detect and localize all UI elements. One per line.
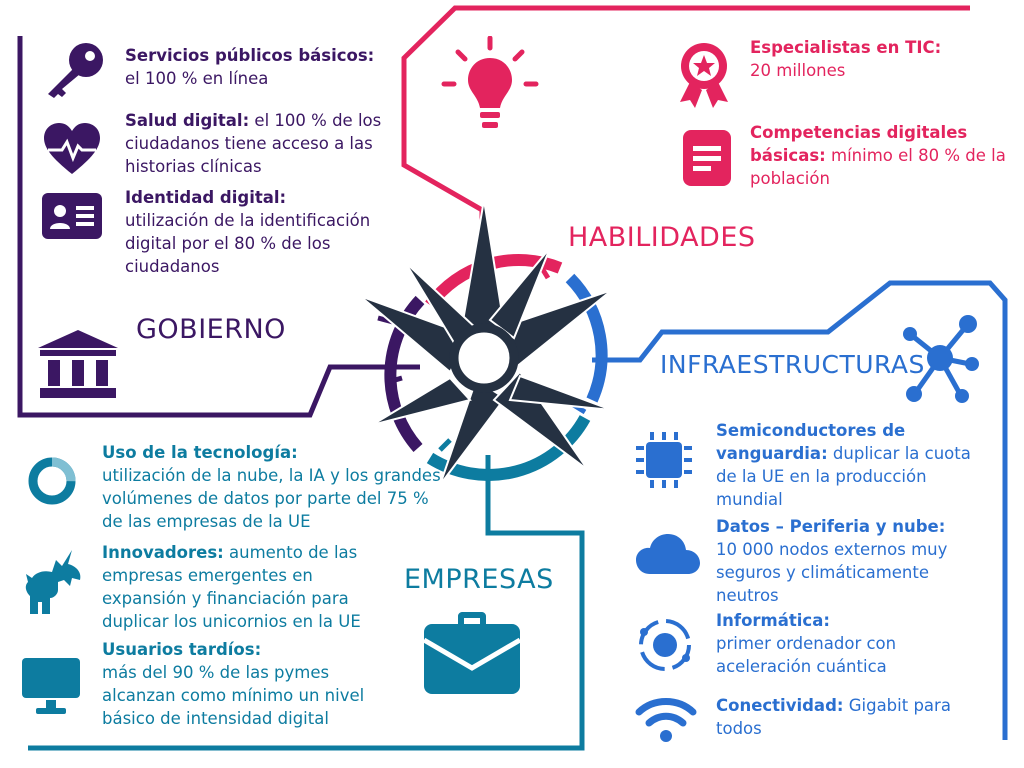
habilidades-item-competencias: Competencias digitales básicas: mínimo e… (750, 121, 1020, 190)
item-text: duplicar la cuota de la UE en la producc… (716, 444, 971, 509)
ring-chart-icon (26, 455, 78, 511)
gobierno-connector (17, 36, 420, 418)
item-heading: Innovadores: (102, 543, 224, 562)
habilidades-item-especialistas: Especialistas en TIC: 20 millones (750, 36, 970, 82)
infraestructuras-item-informatica: Informática: primer ordenador con aceler… (716, 609, 991, 678)
document-icon (683, 130, 731, 190)
item-text: primer ordenador con aceleración cuántic… (716, 634, 897, 676)
item-text: el 100 % en línea (125, 69, 269, 88)
item-text: utilización de la nube, la IA y los gran… (102, 466, 441, 531)
item-text: utilización de la identificación digital… (125, 211, 371, 276)
infraestructuras-title: INFRAESTRUCTURAS (660, 350, 925, 379)
infraestructuras-item-semiconductores: Semiconductores de vanguardia: duplicar … (716, 419, 991, 511)
atom-icon (636, 616, 694, 678)
item-heading: Semiconductores de vanguardia: (716, 421, 906, 463)
wifi-icon (634, 694, 698, 748)
infraestructuras-connector (592, 280, 1008, 740)
item-text: más del 90 % de las pymes alcanzan como … (102, 663, 365, 728)
gobierno-title: GOBIERNO (136, 314, 286, 345)
item-heading: Uso de la tecnología: (102, 443, 298, 462)
item-text: el 100 % de los ciudadanos tiene acceso … (125, 111, 382, 176)
item-heading: Servicios públicos básicos: (125, 46, 375, 65)
key-icon (44, 40, 106, 104)
item-heading: Competencias digitales básicas: (750, 123, 968, 165)
item-heading: Identidad digital: (125, 188, 287, 207)
item-heading: Especialistas en TIC: (750, 38, 942, 57)
empresas-item-tardios: Usuarios tardíos: más del 90 % de las py… (102, 638, 392, 730)
item-heading: Informática: (716, 611, 830, 630)
gobierno-item-servicios: Servicios públicos básicos: el 100 % en … (125, 44, 385, 90)
chip-icon (634, 430, 694, 494)
monitor-icon (22, 658, 80, 720)
infraestructuras-item-conectividad: Conectividad: Gigabit para todos (716, 694, 991, 740)
compass-rose-icon (359, 199, 613, 486)
item-text: Gigabit para todos (716, 696, 951, 738)
infraestructuras-item-datos: Datos – Periferia y nube: 10 000 nodos e… (716, 515, 991, 607)
unicorn-icon (24, 550, 88, 620)
empresas-connector (28, 455, 585, 751)
item-heading: Conectividad: (716, 696, 844, 715)
gobierno-item-salud: Salud digital: el 100 % de los ciudadano… (125, 109, 393, 178)
item-heading: Salud digital: (125, 111, 250, 130)
item-heading: Usuarios tardíos: (102, 640, 262, 659)
gobierno-item-identidad: Identidad digital: utilización de la ide… (125, 186, 375, 278)
item-text: aumento de las empresas emergentes en ex… (102, 543, 361, 631)
empresas-item-innovadores: Innovadores: aumento de las empresas eme… (102, 541, 377, 633)
lightbulb-icon (440, 35, 540, 144)
briefcase-icon (422, 612, 522, 698)
item-text: 10 000 nodos externos muy seguros y clim… (716, 540, 948, 605)
id-card-icon (42, 193, 102, 243)
item-text: 20 millones (750, 61, 846, 80)
award-badge-icon (676, 42, 732, 112)
empresas-title: EMPRESAS (404, 564, 554, 595)
item-heading: Datos – Periferia y nube: (716, 517, 946, 536)
cloud-icon (636, 532, 700, 578)
network-icon (896, 312, 982, 408)
heart-pulse-icon (42, 122, 102, 180)
government-building-icon (38, 330, 118, 402)
empresas-item-uso: Uso de la tecnología: utilización de la … (102, 441, 442, 533)
habilidades-title: HABILIDADES (568, 222, 756, 253)
item-text: mínimo el 80 % de la población (750, 146, 1006, 188)
